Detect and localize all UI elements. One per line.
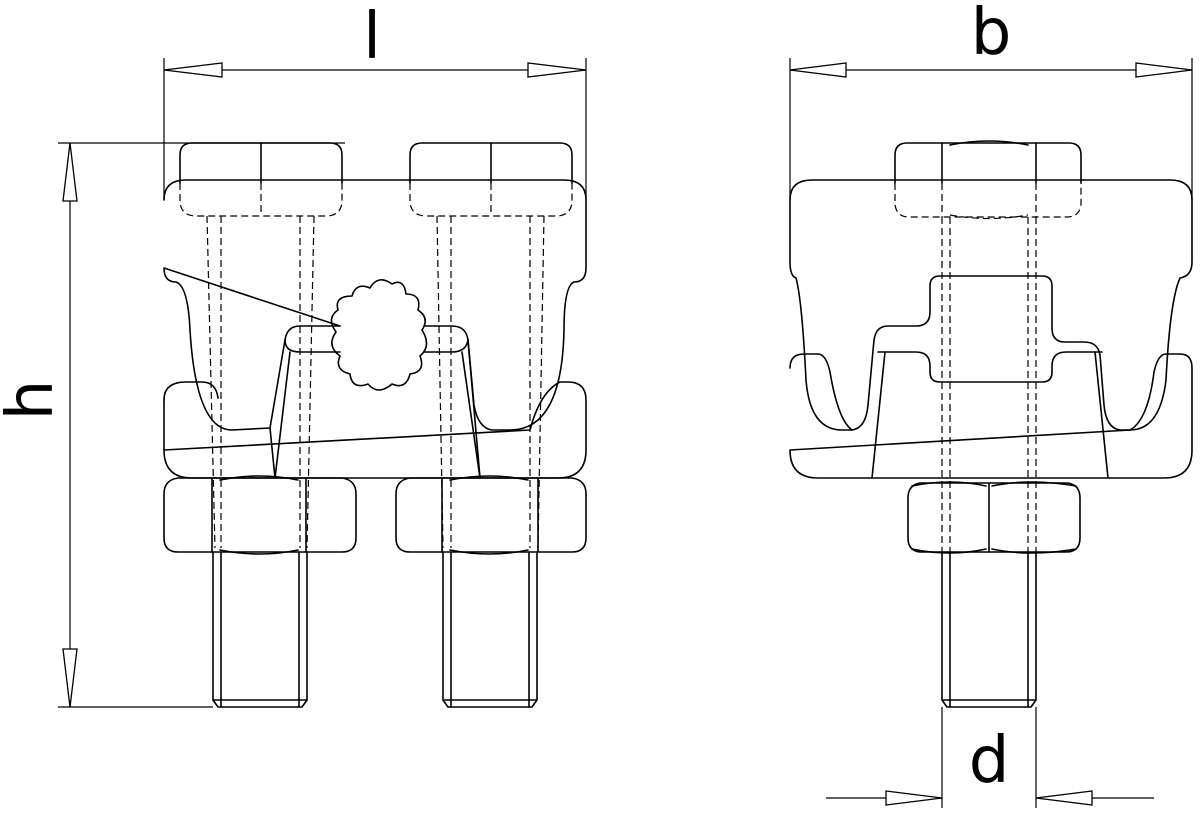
- wire-channel: [330, 279, 428, 391]
- arrowhead-d-right: [1035, 790, 1093, 806]
- dimension-label-h: h: [0, 380, 68, 421]
- dimension-l: l: [163, 0, 587, 200]
- lower-clamp-body: [163, 339, 587, 479]
- dimension-label-b: b: [971, 0, 1012, 70]
- side-view: b d: [789, 0, 1193, 808]
- bottom-nut-left: [163, 475, 357, 555]
- side-upper-body: [789, 179, 1193, 431]
- arrowhead-h-bottom: [62, 648, 78, 708]
- bolt-left-hidden: [206, 215, 315, 549]
- side-bolt-thread: [941, 551, 1037, 708]
- dimension-b: b: [789, 0, 1193, 200]
- bolt-right-hidden: [436, 215, 545, 549]
- side-top-nut: [894, 140, 1082, 220]
- arrowhead-d-left: [885, 790, 943, 806]
- front-view: l h: [0, 0, 587, 708]
- dimension-label-d: d: [969, 724, 1010, 798]
- dimension-h: h: [0, 142, 345, 708]
- arrowhead-l-left: [163, 62, 223, 78]
- side-bolt-hidden: [941, 217, 1037, 552]
- side-bottom-nut: [907, 481, 1081, 554]
- bolt-left-thread: [212, 551, 308, 708]
- bolt-right-thread: [442, 551, 538, 708]
- arrowhead-b-right: [1135, 62, 1193, 78]
- dimension-d: d: [826, 707, 1154, 808]
- dimension-label-l: l: [363, 0, 381, 74]
- top-nut-right: [409, 142, 573, 217]
- arrowhead-l-right: [527, 62, 587, 78]
- upper-clamp-body: [163, 179, 587, 431]
- arrowhead-b-left: [789, 62, 847, 78]
- side-lower-body: [789, 353, 1193, 479]
- bottom-nut-right: [395, 475, 587, 555]
- arrowhead-h-top: [62, 142, 78, 202]
